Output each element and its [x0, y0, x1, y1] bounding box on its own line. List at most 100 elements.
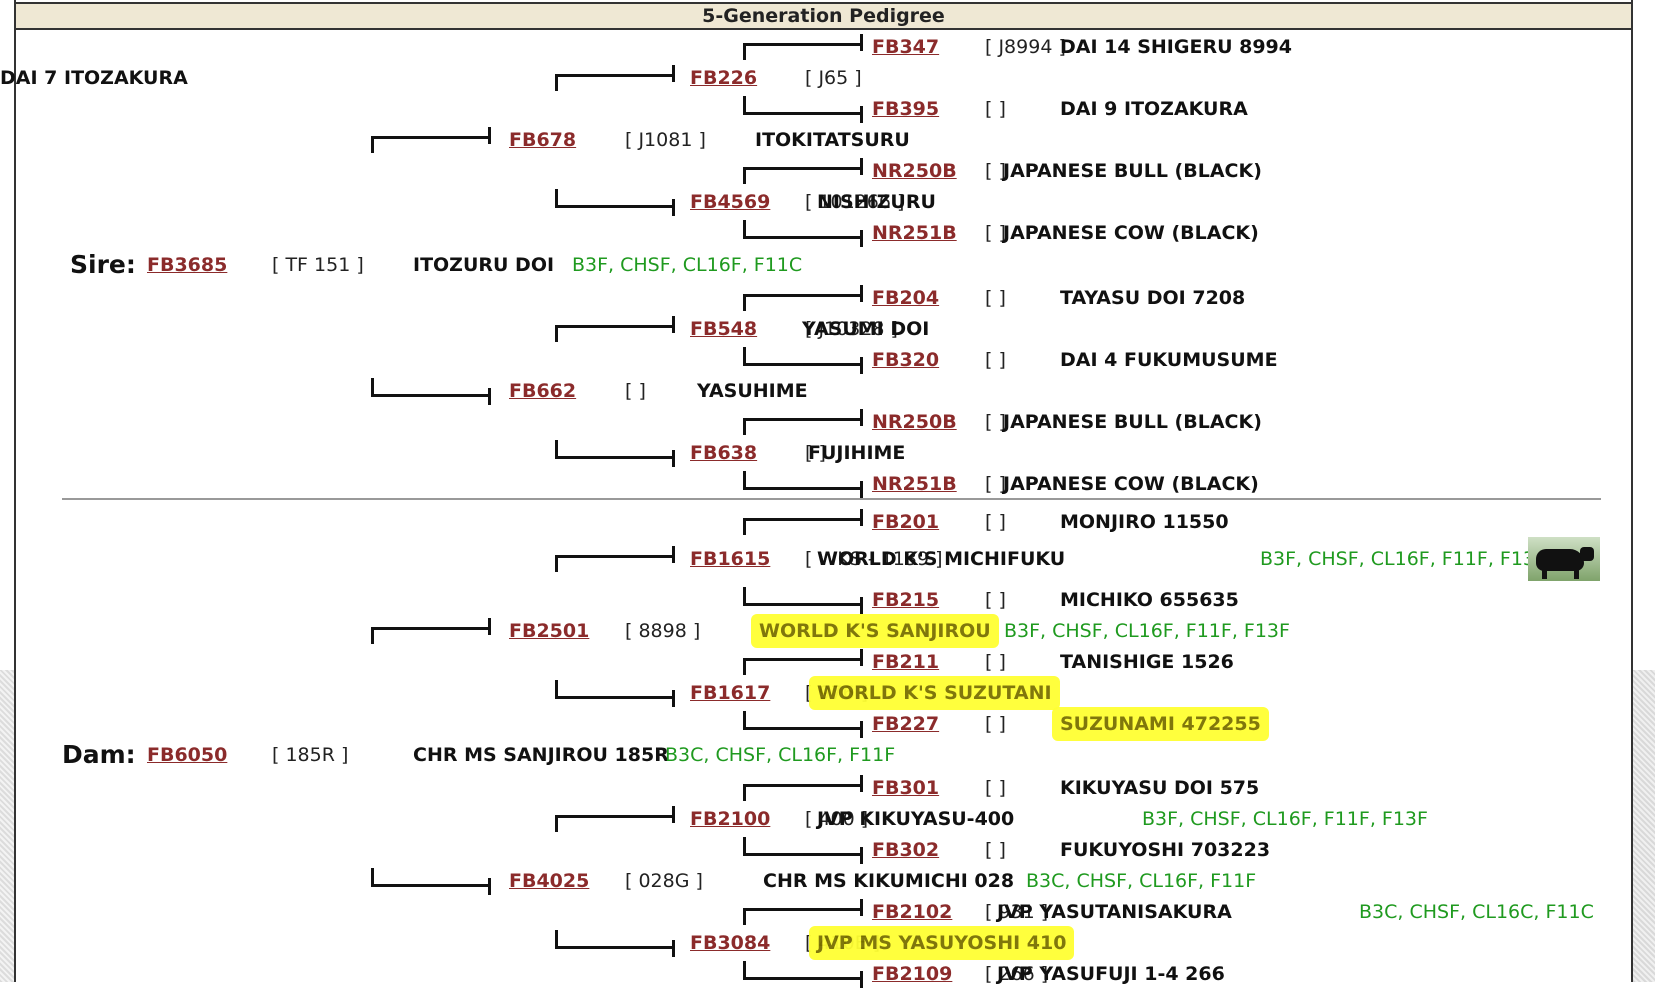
pedigree-entry-dam-sire-dam-sire: FB211[ ]TANISHIGE 1526 — [0, 647, 1600, 677]
animal-name: TAYASU DOI 7208 — [1060, 283, 1245, 313]
pedigree-connector — [743, 345, 863, 375]
animal-id-link[interactable]: FB201 — [872, 511, 940, 533]
animal-name-text: JAPANESE COW (BLACK) — [1003, 222, 1259, 244]
animal-id-link[interactable]: FB4025 — [509, 870, 590, 892]
genetic-trait-codes: B3F, CHSF, CL16F, F11C — [572, 254, 803, 276]
pedigree-connector — [743, 709, 863, 739]
animal-id-link[interactable]: FB227 — [872, 713, 940, 735]
pedigree-connector — [555, 544, 675, 574]
animal-id-link[interactable]: NR251B — [872, 222, 957, 244]
animal-name-text: WORLD K'S SUZUTANI — [809, 676, 1060, 710]
animal-name-text: NISHIZURU — [817, 191, 936, 213]
animal-id-link[interactable]: FB638 — [690, 442, 758, 464]
pedigree-connector — [371, 866, 491, 896]
animal-name-text: JVP KIKUYASU-400 — [817, 808, 1015, 830]
registration-number: [ ] — [985, 160, 1006, 182]
genetic-trait-codes: B3F, CHSF, CL16F, F11F, F13F — [1142, 808, 1428, 830]
animal-id-link[interactable]: FB6050 — [147, 744, 228, 766]
animal-id-link[interactable]: FB662 — [509, 380, 577, 402]
pedigree-connector — [743, 156, 863, 186]
animal-id-link[interactable]: FB226 — [690, 67, 758, 89]
animal-id-link[interactable]: FB1617 — [690, 682, 771, 704]
pedigree-entry-sire-sire-dam-dam: NR251B[ ]JAPANESE COW (BLACK) — [0, 218, 1600, 248]
animal-name: FUKUYOSHI 703223 — [1060, 835, 1270, 865]
animal-name-text: WORLD K'S MICHIFUKU — [817, 548, 1066, 570]
registration-number: [ 101266 ] — [805, 191, 905, 213]
animal-id-link[interactable]: NR250B — [872, 411, 957, 433]
animal-id-link[interactable]: NR251B — [872, 473, 957, 495]
pedigree-entry-dam-sire-sire-sire: FB201[ ]MONJIRO 11550 — [0, 507, 1600, 537]
pedigree-entry-dam-sire-sire-dam: FB215[ ]MICHIKO 655635 — [0, 585, 1600, 615]
animal-name: JVP MS YASUYOSHI 410 — [809, 926, 1075, 960]
animal-id-link[interactable]: FB548 — [690, 318, 758, 340]
pedigree-entry-dam-sire-dam-dam: FB227[ ]SUZUNAMI 472255 — [0, 707, 1600, 741]
pedigree-entry-sire-dam-sire: FB548[ J10328 ]YASUMI DOI — [0, 314, 1600, 344]
animal-id-link[interactable]: FB215 — [872, 589, 940, 611]
pedigree-connector — [371, 376, 491, 406]
animal-name: TANISHIGE 1526 — [1060, 647, 1234, 677]
animal-id-link[interactable]: FB3685 — [147, 254, 228, 276]
animal-id-link[interactable]: FB302 — [872, 839, 940, 861]
registration-number: [ 266 ] — [985, 963, 1049, 985]
animal-id-link[interactable]: FB4569 — [690, 191, 771, 213]
registration-number: [ ] — [985, 349, 1006, 371]
registration-number: [ ] — [985, 839, 1006, 861]
dam-label: Dam: — [62, 740, 136, 769]
animal-name: CHR MS SANJIROU 185R — [413, 740, 669, 770]
animal-id-link[interactable]: FB395 — [872, 98, 940, 120]
animal-name-text: CHR MS KIKUMICHI 028 — [763, 870, 1015, 892]
animal-id-link[interactable]: FB1615 — [690, 548, 771, 570]
animal-name: YASUHIME — [697, 376, 808, 406]
pedigree-connector — [555, 314, 675, 344]
animal-id-link[interactable]: FB301 — [872, 777, 940, 799]
animal-name-text: DAI 14 SHIGERU 8994 — [1060, 36, 1292, 58]
pedigree-entry-sire-dam-dam-sire: NR250B[ ]JAPANESE BULL (BLACK) — [0, 407, 1600, 437]
pedigree-connector — [743, 283, 863, 313]
animal-id-link[interactable]: FB211 — [872, 651, 940, 673]
animal-id-link[interactable]: FB204 — [872, 287, 940, 309]
animal-id-link[interactable]: FB347 — [872, 36, 940, 58]
pedigree-entry-dam-dam-sire-sire: FB301[ ]KIKUYASU DOI 575 — [0, 773, 1600, 803]
animal-name-text: DAI 7 ITOZAKURA — [0, 67, 188, 89]
pedigree-entry-sire-sire: FB678[ J1081 ]ITOKITATSURU — [0, 125, 1600, 155]
pedigree-connector — [743, 647, 863, 677]
animal-name-text: TAYASU DOI 7208 — [1060, 287, 1246, 309]
pedigree-connector — [743, 507, 863, 537]
animal-name: JVP YASUFUJI 1-4 266 — [997, 959, 1225, 989]
pedigree-entry-sire-dam-dam-dam: NR251B[ ]JAPANESE COW (BLACK) — [0, 469, 1600, 499]
animal-name: FUJIHIME — [808, 438, 905, 468]
pedigree-entry-sire-dam: FB662[ ]YASUHIME — [0, 376, 1600, 406]
animal-name: MONJIRO 11550 — [1060, 507, 1229, 537]
pedigree-connector — [555, 187, 675, 217]
animal-id-link[interactable]: FB320 — [872, 349, 940, 371]
animal-id-link[interactable]: FB2109 — [872, 963, 953, 985]
animal-id-link[interactable]: FB2100 — [690, 808, 771, 830]
animal-id-link[interactable]: FB678 — [509, 129, 577, 151]
registration-number: [ 8898 ] — [625, 620, 701, 642]
animal-id-link[interactable]: FB2102 — [872, 901, 953, 923]
animal-name-text: YASUMI DOI — [802, 318, 930, 340]
animal-name: JVP KIKUYASU-400 — [817, 804, 1014, 834]
registration-number: [ 931 ] — [985, 901, 1049, 923]
animal-id-link[interactable]: NR250B — [872, 160, 957, 182]
bull-photo-thumbnail[interactable] — [1528, 537, 1600, 581]
animal-name: NISHIZURU — [817, 187, 936, 217]
page-background-strip — [1633, 670, 1655, 982]
animal-id-link[interactable]: FB2501 — [509, 620, 590, 642]
pedigree-entry-sire-dam-dam: FB638[ ]FUJIHIME — [0, 438, 1600, 468]
animal-id-link[interactable]: FB3084 — [690, 932, 771, 954]
animal-name-text: CHR MS SANJIROU 185R — [413, 744, 669, 766]
pedigree-connector — [743, 897, 863, 927]
animal-name-text: FUJIHIME — [808, 442, 906, 464]
page-title: 5-Generation Pedigree — [14, 2, 1633, 30]
registration-number: [ WKS - 1139 ] — [805, 548, 943, 570]
pedigree-connector — [743, 94, 863, 124]
animal-name: DAI 4 FUKUMUSUME — [1060, 345, 1278, 375]
registration-number: [ 028G ] — [625, 870, 703, 892]
pedigree-connector — [743, 32, 863, 62]
animal-name: DAI 7 ITOZAKURA — [0, 63, 188, 93]
